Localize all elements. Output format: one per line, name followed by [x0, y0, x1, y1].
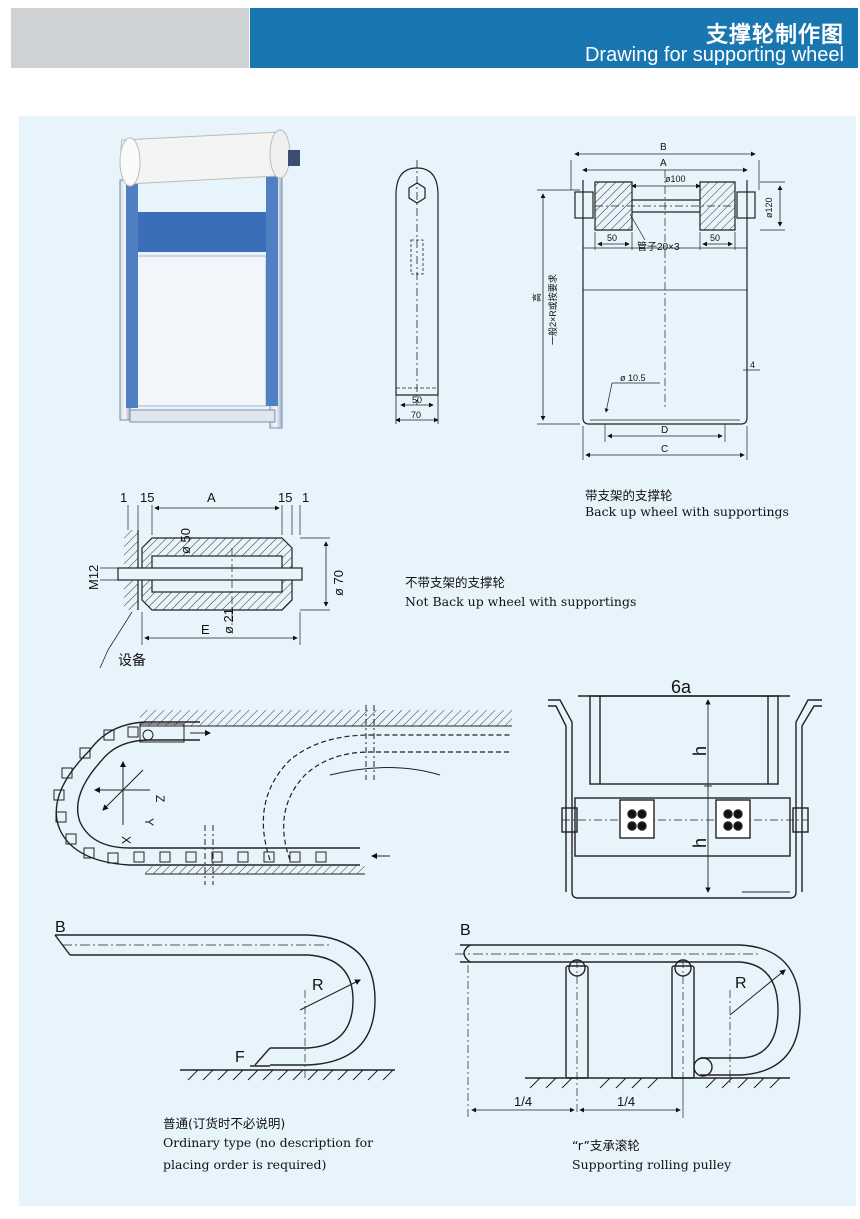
page-title-en: Drawing for supporting wheel: [584, 44, 844, 66]
pipe-label: 管子20×3: [637, 240, 680, 253]
dim-A: A: [660, 158, 667, 169]
label-6a: 6a: [671, 677, 692, 697]
page-title-cn: 支撑轮制作图: [705, 23, 844, 48]
dim-B: B: [660, 142, 667, 153]
pulley-caption-en: Supporting rolling pulley: [572, 1157, 732, 1172]
header-banner: 支撑轮制作图 Drawing for supporting wheel: [250, 8, 858, 68]
dia-50: ø 50: [178, 528, 193, 554]
ordinary-R: R: [312, 977, 324, 994]
pulley-R: R: [735, 975, 747, 992]
dim-1-left: 1: [120, 490, 127, 505]
axis-x: X: [119, 836, 133, 844]
equipment-label: 设备: [118, 652, 146, 668]
dim-A-3: A: [207, 490, 216, 505]
section-6a-drawing: [548, 695, 822, 899]
axis-z: Z: [153, 795, 167, 802]
backup-caption-cn: 带支架的支撑轮: [585, 488, 673, 503]
pulley-B: B: [460, 922, 471, 939]
dim-15-right: 15: [278, 490, 292, 505]
height-note: 一般2×R或按要求: [547, 274, 558, 345]
ordinary-caption-en1: Ordinary type (no description for: [163, 1135, 374, 1150]
dia-70: ø 70: [331, 570, 346, 596]
ordinary-caption-cn: 普通(订货时不必说明): [163, 1116, 286, 1131]
ordinary-type-drawing: [54, 934, 395, 1081]
backup-wheel-drawing: [537, 151, 785, 460]
side-dim-70: 70: [411, 410, 421, 420]
dim-E: E: [201, 622, 210, 637]
label-h-upper: h: [690, 746, 710, 756]
ordinary-caption-en2: placing order is required): [163, 1157, 327, 1172]
dim-D: D: [661, 425, 668, 436]
height-label: 高: [531, 293, 542, 302]
dia-10-5: ø 10.5: [620, 373, 646, 383]
dim-C: C: [661, 444, 668, 455]
dia-100: ø100: [665, 174, 686, 184]
cable-chain-drawing: [53, 705, 512, 885]
wheel-no-support-drawing: [99, 505, 330, 669]
pulley-quarter-1: 1/4: [514, 1094, 532, 1109]
pulley-quarter-2: 1/4: [617, 1094, 635, 1109]
dia-120: ø120: [764, 197, 774, 218]
side-view-drawing: [395, 160, 439, 424]
dim-4: 4: [750, 360, 755, 370]
dia-21: ø 21: [221, 608, 236, 634]
label-h-lower: h: [690, 838, 710, 848]
nobackup-caption-en: Not Back up wheel with supportings: [405, 594, 637, 609]
dim-50-right: 50: [710, 233, 720, 243]
ordinary-B: B: [55, 919, 66, 936]
dim-1-right: 1: [302, 490, 309, 505]
header-grey-block: [11, 8, 249, 68]
side-dim-50: 50: [412, 395, 422, 405]
dim-50-left: 50: [607, 233, 617, 243]
nobackup-caption-cn: 不带支架的支撑轮: [405, 575, 506, 590]
backup-caption-en: Back up wheel with supportings: [585, 504, 789, 519]
ordinary-F: F: [235, 1049, 245, 1066]
axis-y: Y: [142, 818, 156, 826]
rolling-pulley-drawing: [455, 944, 801, 1118]
dim-15-left: 15: [140, 490, 154, 505]
pulley-caption-cn: “r”支承滚轮: [572, 1138, 640, 1153]
support-wheel-photo: [119, 129, 300, 429]
m12-label: M12: [86, 565, 101, 590]
